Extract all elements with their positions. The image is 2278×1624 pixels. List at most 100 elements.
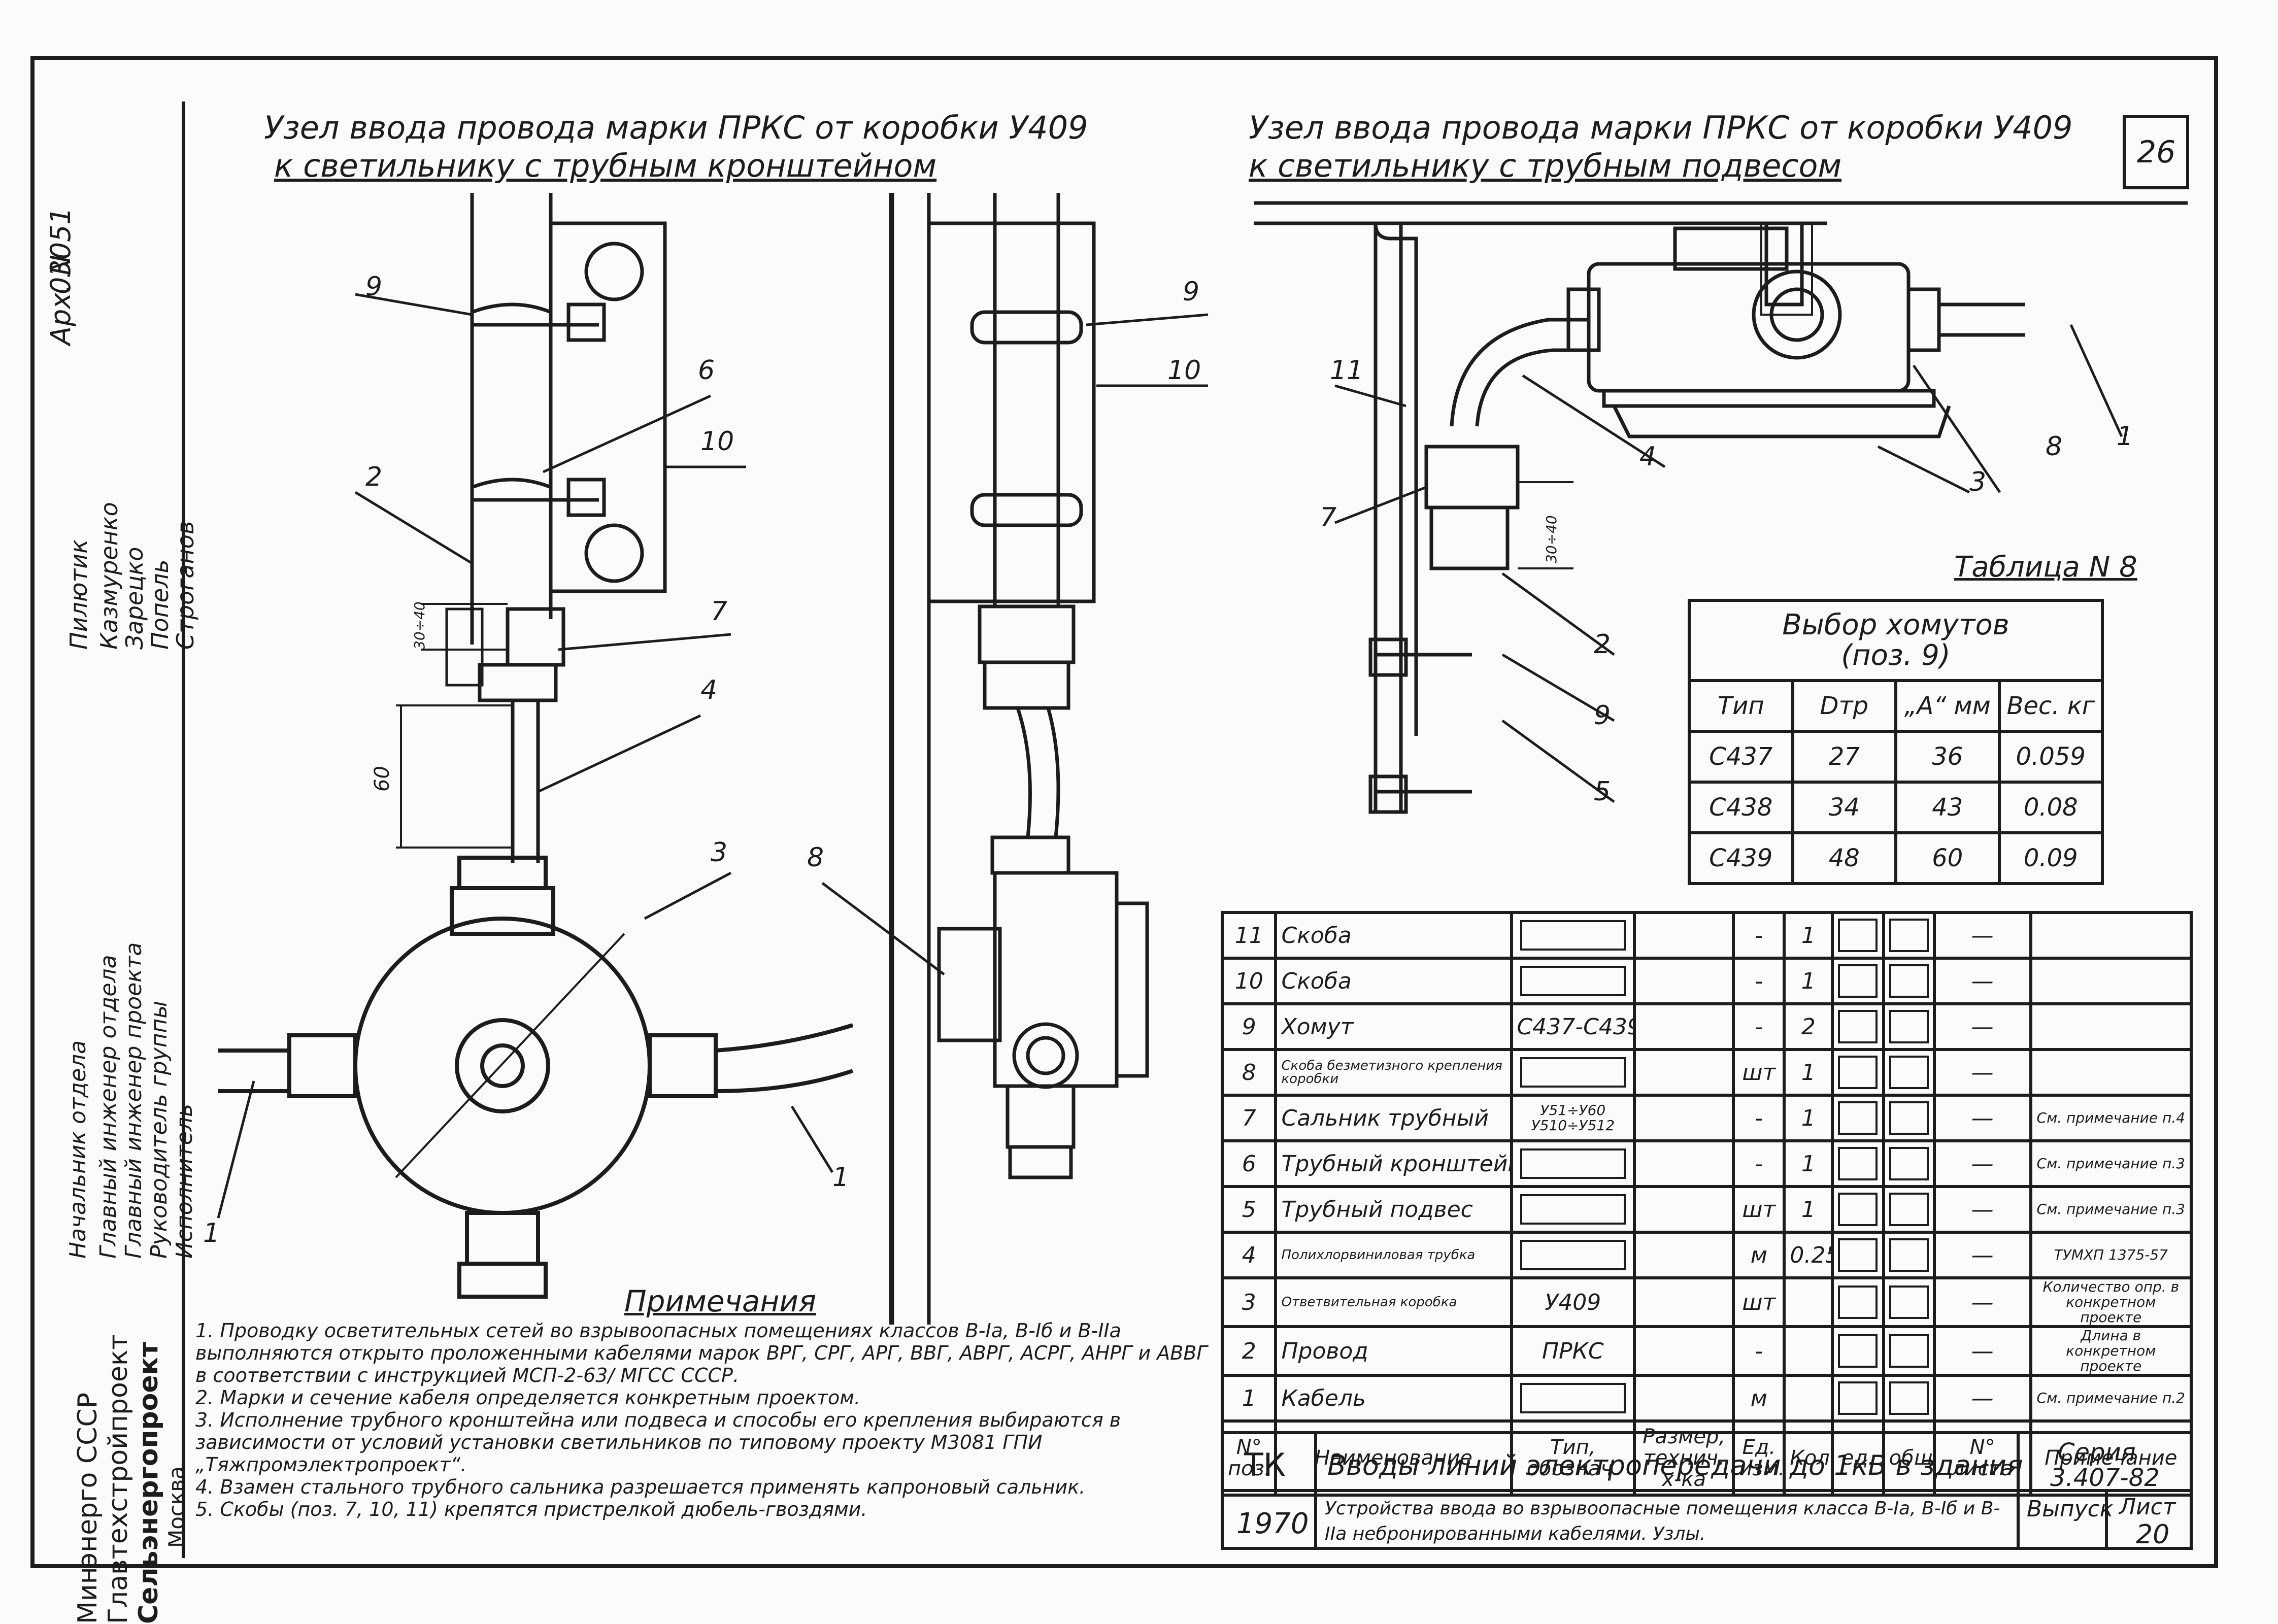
spec-cell-qty: 1 xyxy=(1783,911,1834,960)
weight-box-cell xyxy=(1831,1374,1885,1423)
empty-box xyxy=(1889,1285,1929,1319)
weight-box-cell xyxy=(1882,1048,1936,1097)
spec-cell-unit: - xyxy=(1732,957,1786,1005)
spec-cell-sheet: — xyxy=(1932,1276,2032,1328)
callout-right-2: 2 xyxy=(1594,629,1611,660)
year: 1970 xyxy=(1236,1507,1309,1540)
table-row: С437 27 36 0.059 xyxy=(1688,730,2104,784)
callout-right-5: 5 xyxy=(1594,776,1611,807)
empty-box xyxy=(1889,1010,1929,1043)
spec-cell-sheet: — xyxy=(1932,1002,2032,1051)
sheet-label: Лист xyxy=(2119,1494,2176,1520)
clamp-cell: 0.08 xyxy=(1997,781,2104,834)
weight-box-cell xyxy=(1831,1325,1885,1377)
callout-right-8: 8 xyxy=(2046,431,2063,462)
spec-cell-pos: 6 xyxy=(1220,1139,1278,1188)
spec-cell-qty xyxy=(1783,1276,1834,1328)
spec-cell-note: Длина в конкретном проекте xyxy=(2029,1325,2193,1377)
weight-box-cell xyxy=(1882,1139,1936,1188)
spec-cell-type xyxy=(1510,911,1636,960)
spec-cell-sheet: — xyxy=(1932,957,2032,1005)
clamp-header-d: Dтр xyxy=(1791,679,1897,733)
note-item-2: 2. Марки и сечение кабеля определяется к… xyxy=(195,1386,861,1409)
sheet-frame xyxy=(30,56,2218,1568)
clamp-table-label: Таблица N 8 xyxy=(1954,551,2137,584)
spec-cell-type: У51÷У60 У510÷У512 xyxy=(1510,1094,1636,1142)
spec-cell-pos: 11 xyxy=(1220,911,1278,960)
dim-30-40-right: 30÷40 xyxy=(1543,515,1560,563)
spec-cell-qty: 1 xyxy=(1783,1139,1834,1188)
empty-box xyxy=(1838,964,1878,998)
spec-cell-type xyxy=(1510,1231,1636,1279)
spec-cell-unit: м xyxy=(1732,1231,1786,1279)
middle-view xyxy=(889,193,1149,1325)
empty-type-box xyxy=(1520,1240,1626,1270)
weight-box-cell xyxy=(1831,1002,1885,1051)
right-title-line2: к светильнику с трубным подвесом xyxy=(1249,147,1842,184)
empty-box xyxy=(1838,1101,1878,1135)
org-name: Сельэнергопроект xyxy=(133,1341,164,1624)
spec-cell-name: Скоба xyxy=(1274,957,1513,1005)
spec-cell-note xyxy=(2029,1048,2193,1097)
table-row: С439 48 60 0.09 xyxy=(1688,831,2104,885)
title-block-tk: ТК xyxy=(1221,1431,1317,1492)
side-stamp: Арх. N 03051 Пилютик Казмуренко Зарецко … xyxy=(35,101,199,1624)
role-title-4: Руководитель группы xyxy=(146,1000,172,1259)
empty-box xyxy=(1889,1334,1929,1368)
clamp-cell: 43 xyxy=(1894,781,2001,834)
weight-box-cell xyxy=(1882,1325,1936,1377)
empty-box xyxy=(1889,1193,1929,1226)
weight-box-cell xyxy=(1831,957,1885,1005)
spec-cell-unit: шт xyxy=(1732,1185,1786,1234)
spec-cell-note: ТУМХП 1375-57 xyxy=(2029,1231,2193,1279)
spec-cell-sheet: — xyxy=(1932,1374,2032,1423)
spec-cell-pos: 1 xyxy=(1220,1374,1278,1423)
left-view-box xyxy=(218,856,854,1299)
spec-cell-pos: 5 xyxy=(1220,1185,1278,1234)
clamp-header-type: Тип xyxy=(1688,679,1794,733)
weight-box-cell xyxy=(1831,1048,1885,1097)
spec-cell-unit: шт xyxy=(1732,1048,1786,1097)
spec-cell-pos: 2 xyxy=(1220,1325,1278,1377)
dim-60: 60 xyxy=(371,766,394,792)
right-view xyxy=(1254,201,2188,814)
weight-box-cell xyxy=(1882,1185,1936,1234)
spec-cell-sheet: — xyxy=(1932,1094,2032,1142)
callout-right-4: 4 xyxy=(1639,442,1657,472)
callout-left-3: 3 xyxy=(711,837,728,868)
note-item-1: 1. Проводку осветительных сетей во взрыв… xyxy=(195,1319,1208,1386)
clamp-caption-2: (поз. 9) xyxy=(1841,639,1951,672)
empty-box xyxy=(1838,1238,1878,1272)
spec-cell-sheet: — xyxy=(1932,1231,2032,1279)
spec-cell-name: Хомут xyxy=(1274,1002,1513,1051)
spec-cell-type xyxy=(1510,1048,1636,1097)
weight-box-cell xyxy=(1882,911,1936,960)
callout-right-9: 9 xyxy=(1594,700,1611,731)
callout-left-6: 6 xyxy=(698,355,715,386)
spec-cell-size xyxy=(1633,1185,1735,1234)
spec-cell-size xyxy=(1633,1374,1735,1423)
spec-cell-unit: - xyxy=(1732,1002,1786,1051)
empty-box xyxy=(1889,964,1929,998)
note-item-4: 4. Взамен стального трубного сальника ра… xyxy=(195,1476,1086,1498)
role-title-2: Главный инженер отдела xyxy=(95,955,121,1259)
clamp-header-weight: Вес. кг xyxy=(1997,679,2104,733)
leader-lines xyxy=(217,293,2123,1219)
left-view-bracket xyxy=(396,193,667,863)
clamp-caption: Выбор хомутов (поз. 9) xyxy=(1688,599,2104,682)
role-title-3: Главный инженер проекта xyxy=(121,942,147,1259)
spec-cell-type: У409 xyxy=(1510,1276,1636,1328)
spec-cell-sheet: — xyxy=(1932,1048,2032,1097)
weight-box-cell xyxy=(1831,1231,1885,1279)
spec-cell-size xyxy=(1633,1325,1735,1377)
empty-box xyxy=(1838,919,1878,952)
spec-cell-name: Полихлорвиниловая трубка xyxy=(1274,1231,1513,1279)
weight-box-cell xyxy=(1882,1276,1936,1328)
weight-box-cell xyxy=(1882,1374,1936,1423)
series-number: 3.407-82 xyxy=(2050,1464,2160,1492)
spec-cell-size xyxy=(1633,1048,1735,1097)
callout-left-1: 1 xyxy=(203,1218,220,1248)
